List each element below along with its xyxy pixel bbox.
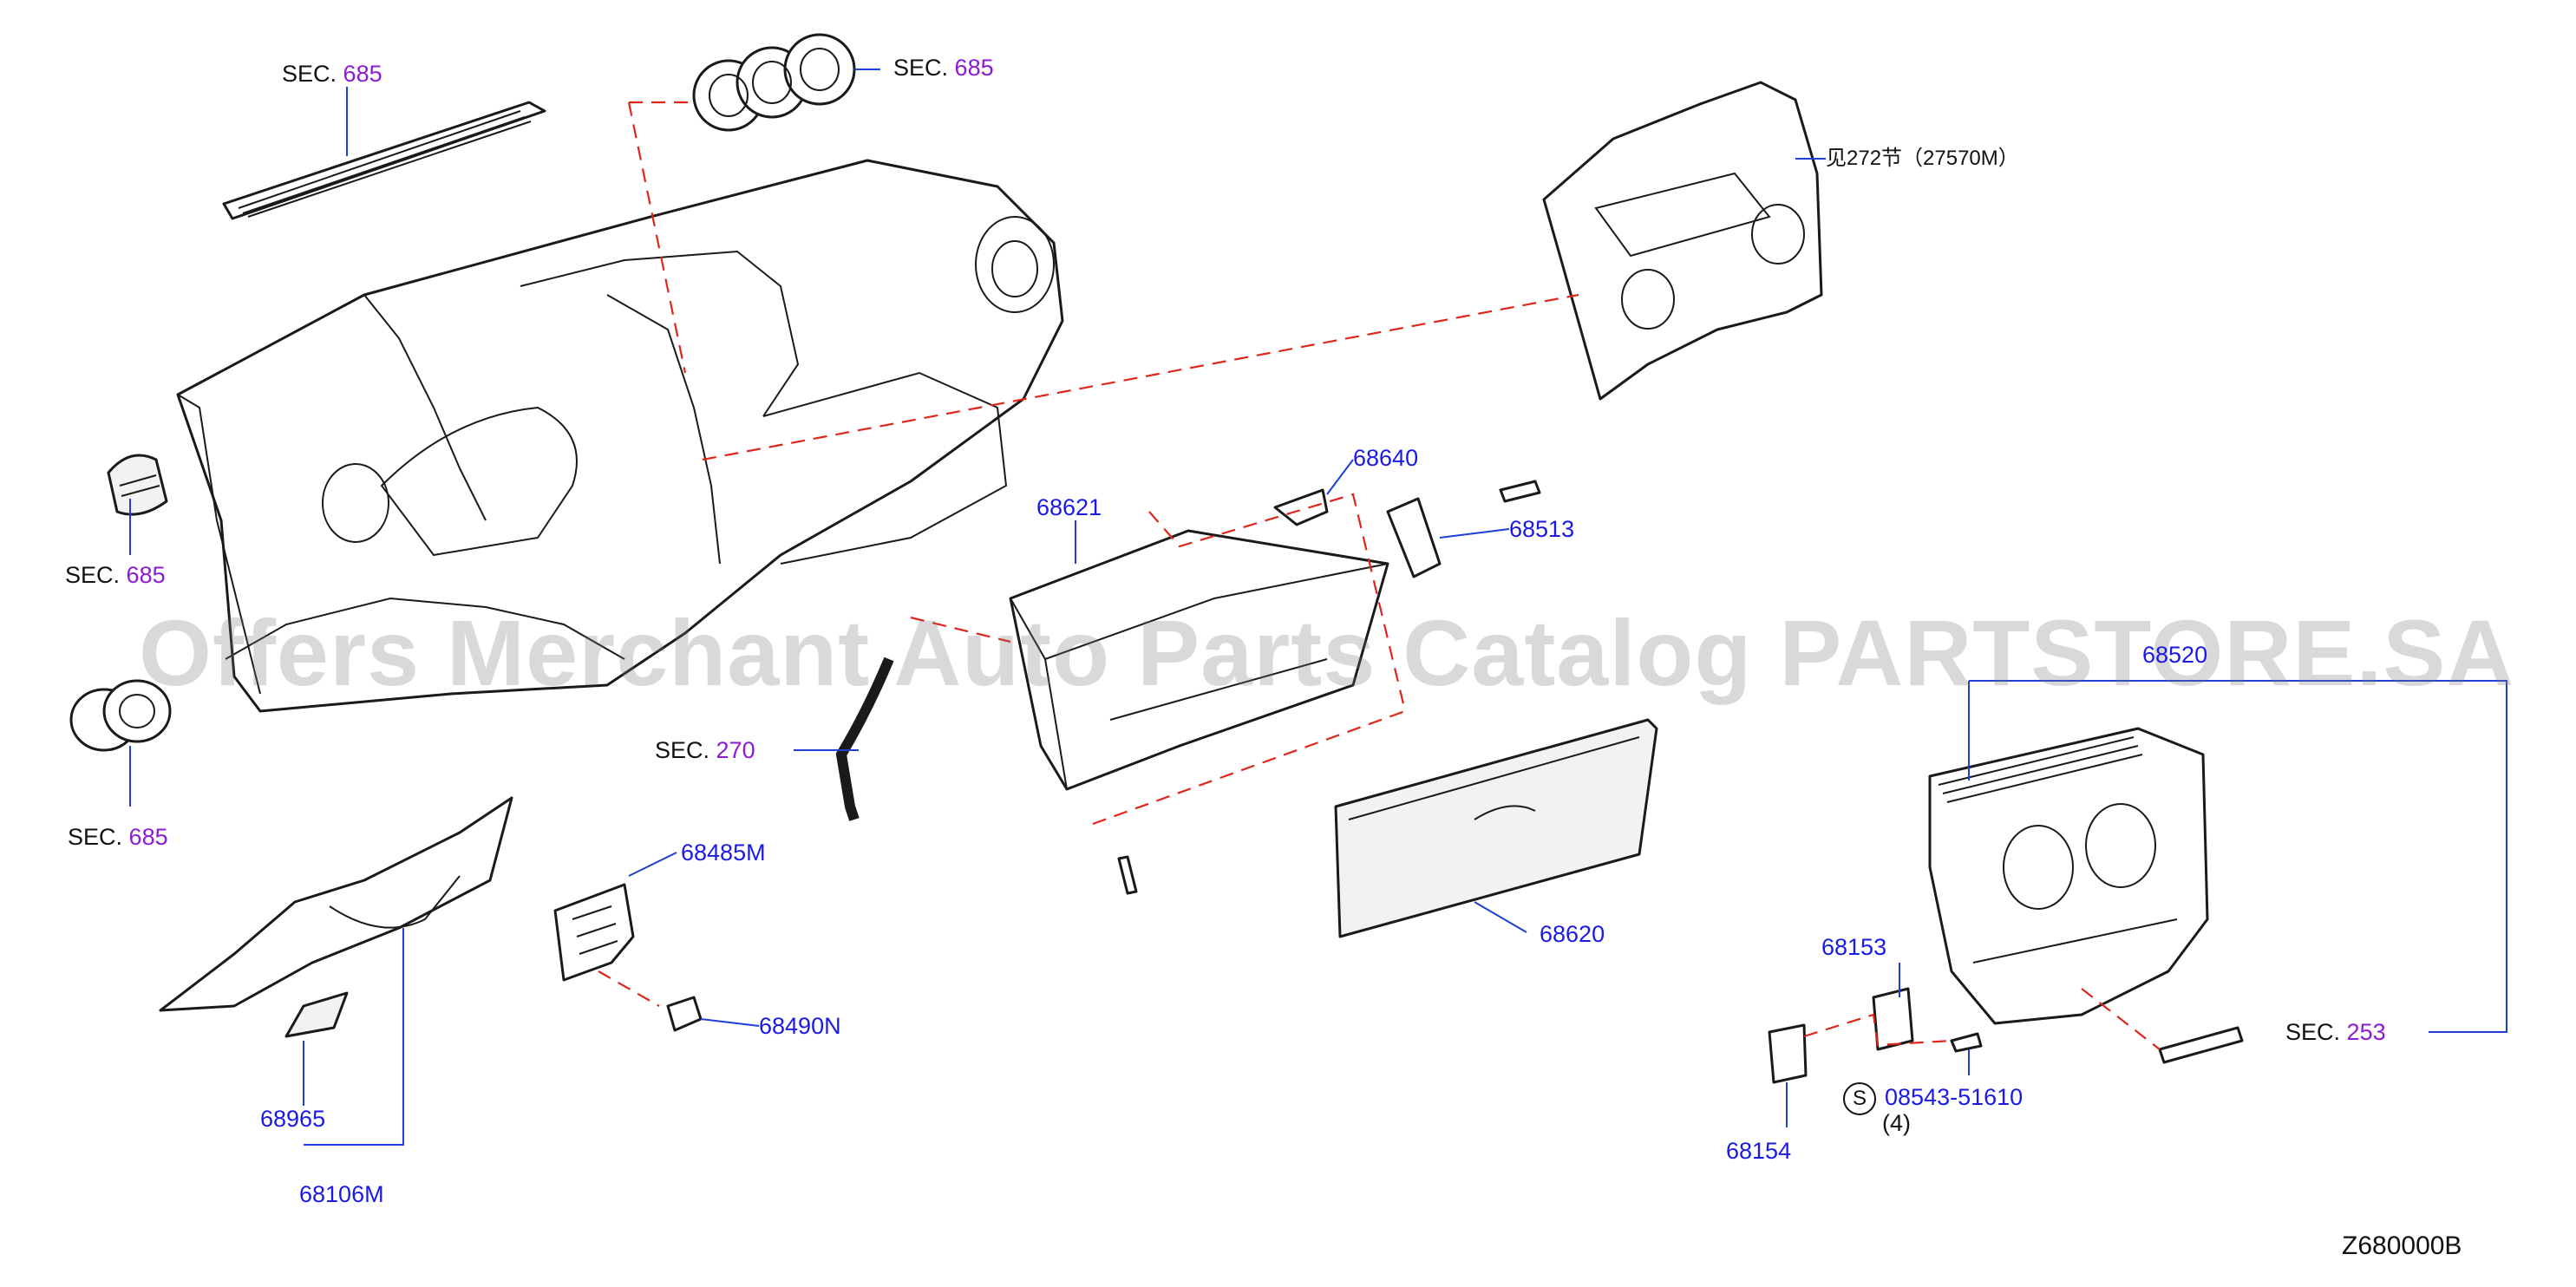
sec-number: 685 [343, 61, 382, 87]
side-vent-left[interactable] [107, 454, 168, 516]
label-68520[interactable]: 68520 [2142, 642, 2208, 668]
lower-cover-68106m[interactable] [159, 796, 513, 1012]
sec-prefix: SEC. [655, 737, 710, 763]
glove-box-lid[interactable] [1334, 718, 1658, 938]
label-ref-27570m[interactable]: 见272节（27570M） [1826, 147, 2019, 170]
sec-prefix: SEC. [65, 562, 121, 588]
sec-prefix: SEC. [282, 61, 337, 87]
watermark: Offers Merchant Auto Parts Catalog PARTS… [139, 600, 2515, 705]
sec-number: 685 [954, 55, 994, 81]
screw-part-number: 08543-51610 [1885, 1084, 2024, 1110]
damper-68513[interactable] [1386, 497, 1442, 578]
sec-number: 685 [126, 562, 166, 588]
label-screw-qty: (4) [1882, 1110, 1911, 1136]
label-68485m[interactable]: 68485M [681, 839, 766, 866]
sec-prefix: SEC. [2285, 1019, 2341, 1045]
label-68106m[interactable]: 68106M [299, 1181, 384, 1207]
defroster-grille[interactable] [222, 101, 546, 220]
label-68620[interactable]: 68620 [1540, 921, 1605, 947]
center-finisher-68520[interactable] [1928, 727, 2209, 1025]
label-sec-270[interactable]: SEC. 270 [655, 737, 755, 763]
screw-bottom[interactable] [1117, 855, 1138, 895]
label-sec-253[interactable]: SEC. 253 [2285, 1019, 2386, 1045]
label-sec-685-vent[interactable]: SEC. 685 [893, 55, 994, 81]
bracket-68153[interactable] [1872, 987, 1914, 1051]
label-68640[interactable]: 68640 [1353, 445, 1419, 471]
sec-prefix: SEC. [893, 55, 949, 81]
phantom-lines [598, 101, 2161, 1050]
label-68965[interactable]: 68965 [260, 1106, 326, 1132]
sec-prefix: SEC. [68, 824, 123, 850]
label-68513[interactable]: 68513 [1509, 516, 1575, 542]
sec-number: 270 [716, 737, 755, 763]
standard-part-symbol: S [1843, 1082, 1876, 1115]
sec-number: 685 [128, 824, 168, 850]
drawing-id: Z680000B [2342, 1231, 2462, 1260]
latch-68640[interactable] [1273, 488, 1329, 526]
label-68154[interactable]: 68154 [1726, 1138, 1792, 1164]
cluster-lid-panel[interactable] [1542, 81, 1823, 401]
label-screw-08543[interactable]: S 08543-51610 [1843, 1082, 2023, 1115]
center-vent-assembly[interactable] [692, 33, 856, 132]
screw-top[interactable] [1499, 480, 1541, 503]
switch-sec-253[interactable] [2158, 1026, 2244, 1064]
clip-68490n[interactable] [666, 996, 703, 1032]
label-sec-685-left-vent[interactable]: SEC. 685 [65, 562, 166, 588]
screw-08543[interactable] [1950, 1032, 1983, 1053]
label-sec-685-left-round[interactable]: SEC. 685 [68, 824, 168, 850]
leader-lines [129, 69, 2507, 1146]
round-vent-left[interactable] [69, 679, 172, 752]
instrument-panel[interactable] [176, 159, 1064, 713]
bracket-68154[interactable] [1768, 1023, 1808, 1084]
lid-68965[interactable] [284, 991, 349, 1038]
label-68153[interactable]: 68153 [1821, 934, 1887, 960]
bracket-68485m[interactable] [553, 883, 635, 982]
label-sec-685-top[interactable]: SEC. 685 [282, 61, 382, 87]
sec-number: 253 [2346, 1019, 2386, 1045]
label-68490n[interactable]: 68490N [759, 1013, 841, 1039]
glove-box-housing[interactable] [1009, 529, 1389, 791]
label-68621[interactable]: 68621 [1036, 494, 1102, 520]
